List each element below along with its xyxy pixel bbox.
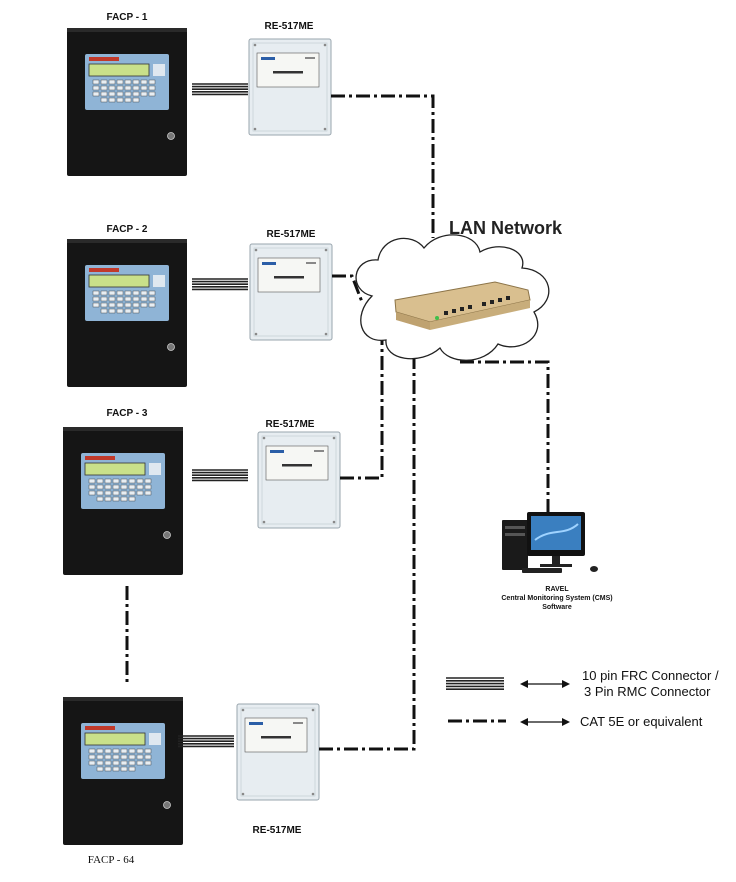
- facp-label-1: FACP - 1: [107, 12, 148, 23]
- cat5-link-2: [332, 274, 364, 303]
- network-switch: [394, 281, 531, 330]
- lan-network-title: LAN Network: [449, 218, 563, 238]
- ribbon-cable-4: [177, 735, 235, 748]
- legend: 10 pin FRC Connector / 3 Pin RMC Connect…: [446, 668, 719, 729]
- ribbon-cable-3: [191, 469, 249, 482]
- ethernet-module-3: [257, 431, 341, 529]
- module-label-3: RE-517ME: [266, 419, 315, 430]
- cms-name: RAVEL: [545, 586, 569, 593]
- ethernet-module-4: [236, 703, 320, 801]
- cms-software: Software: [542, 604, 572, 611]
- facp-panel-2: [66, 238, 188, 388]
- facp-panel-1: [66, 27, 188, 177]
- ethernet-module-2: [249, 243, 333, 341]
- cat5-link-3: [340, 334, 384, 480]
- module-label-2: RE-517ME: [267, 229, 316, 240]
- facp-label-64: FACP - 64: [88, 854, 135, 866]
- legend-frc-swatch: [446, 677, 504, 691]
- cat5-link-cms: [460, 360, 550, 512]
- ribbon-cable-2: [191, 278, 249, 291]
- module-label-4: RE-517ME: [253, 825, 302, 836]
- legend-cat-label: CAT 5E or equivalent: [580, 714, 703, 729]
- legend-frc-arrow-icon: [520, 680, 570, 688]
- cms-system: Central Monitoring System (CMS): [501, 595, 612, 602]
- ethernet-module-1: [248, 38, 332, 136]
- cat5-link-1: [331, 94, 435, 238]
- legend-frc-line2: 3 Pin RMC Connector: [584, 684, 711, 699]
- facp-label-3: FACP - 3: [107, 408, 148, 419]
- facp-panel-64: [62, 696, 184, 846]
- facp-panel-3: [62, 426, 184, 576]
- ribbon-cable-1: [191, 83, 249, 96]
- legend-frc-line1: 10 pin FRC Connector /: [582, 668, 719, 683]
- module-label-1: RE-517ME: [265, 21, 314, 32]
- cms-computer-icon: [502, 512, 598, 573]
- cat5-link-4: [319, 356, 416, 751]
- facp-label-2: FACP - 2: [107, 224, 148, 235]
- legend-cat-arrow-icon: [520, 718, 570, 726]
